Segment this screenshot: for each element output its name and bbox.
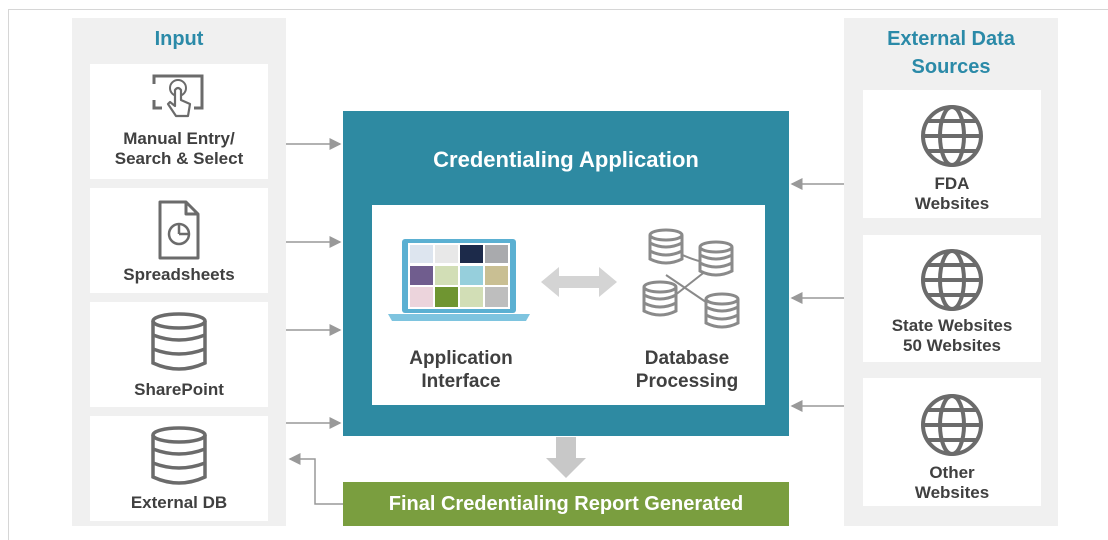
input-card-manual-entry-label2: Search & Select	[114, 149, 244, 168]
db-cylinder-1	[648, 228, 684, 265]
application-interface-label1: Application	[409, 348, 513, 369]
input-card-spreadsheets-label: Spreadsheets	[123, 265, 235, 284]
globe-icon	[921, 105, 983, 167]
globe-icon	[921, 394, 983, 456]
credentialing-application-box: Credentialing Application	[343, 111, 789, 436]
external-sources-title-line1: External Data	[887, 28, 1015, 50]
input-card-manual-entry-label1: Manual Entry/	[123, 129, 235, 148]
input-card-external-db-label: External DB	[130, 493, 228, 512]
frame-top-border	[8, 9, 1108, 10]
input-card-sharepoint: SharePoint	[90, 302, 268, 407]
input-arrows	[286, 138, 342, 429]
credentialing-application-title: Credentialing Application	[433, 147, 699, 172]
database-icon	[151, 312, 207, 371]
source-arrows	[790, 178, 844, 412]
input-card-manual-entry: Manual Entry/ Search & Select	[90, 64, 268, 179]
source-card-fda-label2: Websites	[914, 194, 990, 213]
frame-left-border	[8, 9, 9, 540]
input-panel: Input Manual Entry/ Search & Select Spre…	[72, 18, 286, 526]
database-icon	[151, 426, 207, 485]
db-cylinder-2	[698, 240, 734, 277]
source-card-other: Other Websites	[863, 378, 1041, 506]
input-card-sharepoint-label: SharePoint	[134, 380, 224, 399]
bidirectional-arrow-icon	[541, 267, 617, 297]
application-inner-panel: Application Interface Database Processin…	[372, 205, 765, 405]
source-card-fda: FDA Websites	[863, 90, 1041, 218]
final-report-banner: Final Credentialing Report Generated	[343, 482, 789, 526]
arrow-report-to-externaldb	[288, 453, 343, 505]
laptop-icon	[388, 239, 530, 321]
arrow-app-to-report	[546, 437, 586, 478]
external-sources-panel: External Data Sources FDA Websites State…	[844, 18, 1058, 526]
db-cylinder-3	[642, 280, 678, 317]
globe-icon	[921, 249, 983, 311]
source-card-state: State Websites 50 Websites	[863, 235, 1041, 362]
db-cylinder-4	[704, 292, 740, 329]
database-cluster-icon	[642, 228, 740, 329]
input-card-external-db: External DB	[90, 416, 268, 521]
source-card-other-label2: Websites	[914, 483, 990, 502]
source-card-other-label1: Other	[929, 463, 975, 482]
external-sources-title-line2: Sources	[911, 56, 991, 78]
application-interface-label2: Interface	[421, 371, 501, 392]
input-card-spreadsheets: Spreadsheets	[90, 188, 268, 293]
document-chart-icon	[158, 200, 200, 260]
database-processing-label1: Database	[644, 348, 730, 369]
touch-screen-icon	[152, 74, 204, 118]
source-card-fda-label1: FDA	[934, 174, 970, 193]
input-panel-title: Input	[154, 28, 204, 50]
source-card-state-label1: State Websites	[891, 316, 1013, 335]
database-processing-label2: Processing	[635, 371, 739, 392]
source-card-state-label2: 50 Websites	[903, 336, 1001, 355]
